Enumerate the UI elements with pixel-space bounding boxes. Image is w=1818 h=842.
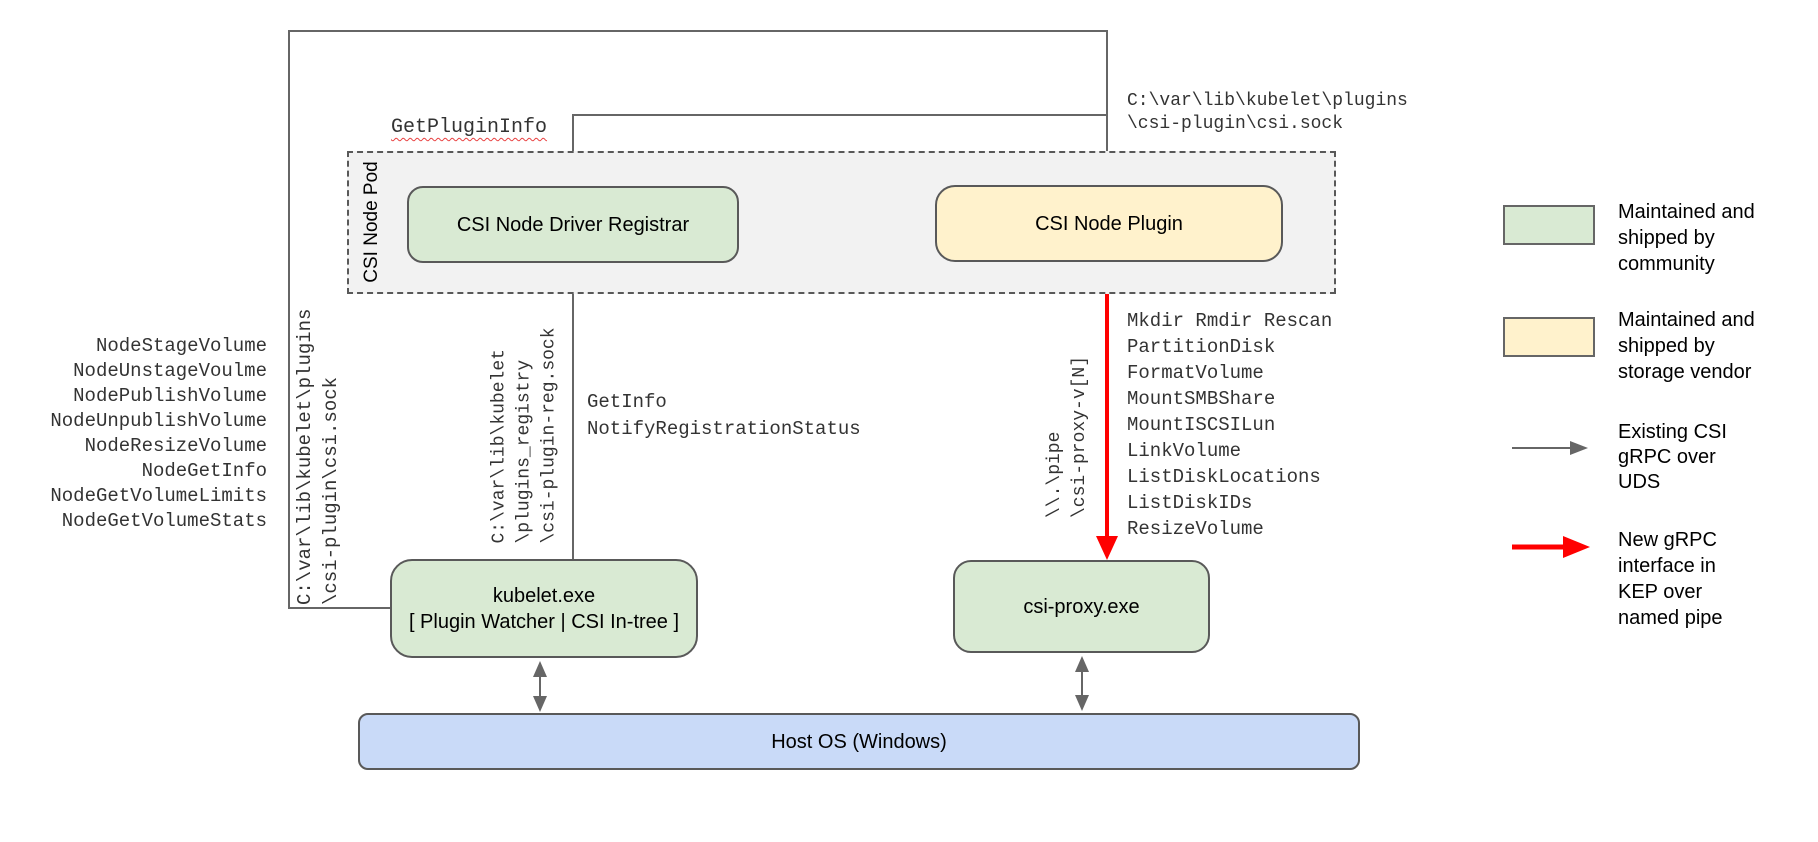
csi-proxy-rpc-list: Mkdir Rmdir Rescan PartitionDisk FormatV… (1127, 310, 1333, 540)
kubelet-hostos-double-arrow (533, 661, 547, 712)
plugin-to-csiproxy-red-arrow (1096, 263, 1118, 560)
csi-node-pod-label: CSI Node Pod (361, 161, 382, 283)
legend-vendor-swatch (1503, 317, 1595, 357)
csiproxy-hostos-double-arrow (1075, 656, 1089, 711)
legend-named-pipe-label: New gRPC interface in KEP over named pip… (1618, 529, 1723, 629)
kubelet-node-rpc-list: NodeStageVolume NodeUnstageVoulme NodePu… (50, 335, 267, 532)
csi-node-driver-registrar-box: CSI Node Driver Registrar (407, 186, 739, 263)
legend-vendor-label: Maintained and shipped by storage vendor (1618, 309, 1755, 383)
get-plugin-info-label: GetPluginInfo (391, 116, 548, 139)
named-pipe-rotated-label: \\.\pipe \csi-proxy-v[N] (1045, 355, 1090, 518)
csi-node-plugin-box: CSI Node Plugin (935, 185, 1283, 262)
kubelet-csi-sock-rotated-label: C:\var\lib\kubelet\plugins \csi-plugin\c… (294, 308, 342, 605)
csi-proxy-box: csi-proxy.exe (953, 560, 1210, 653)
csi-sock-path-label: C:\var\lib\kubelet\plugins \csi-plugin\c… (1127, 91, 1408, 134)
plugin-registration-sock-rotated-label: C:\var\lib\kubelet \plugins_registry \cs… (489, 327, 560, 544)
registration-rpc-list: GetInfo NotifyRegistrationStatus (587, 391, 861, 440)
legend-uds-arrow-icon (1512, 441, 1588, 455)
legend-named-pipe-arrow-icon (1512, 536, 1590, 558)
host-os-box: Host OS (Windows) (358, 713, 1360, 770)
kubelet-box: kubelet.exe [ Plugin Watcher | CSI In-tr… (390, 559, 698, 658)
legend-community-label: Maintained and shipped by community (1618, 201, 1755, 275)
kubelet-to-registrar-arrow (566, 263, 580, 559)
legend-community-swatch (1503, 205, 1595, 245)
legend-uds-label: Existing CSI gRPC over UDS (1618, 421, 1727, 493)
